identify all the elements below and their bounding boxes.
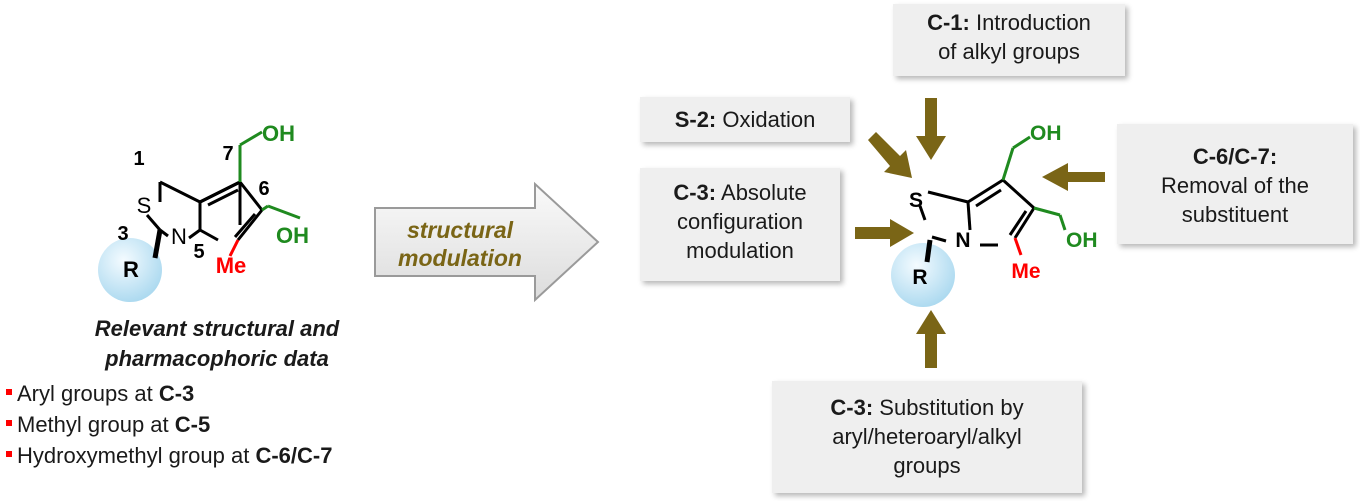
- position-6: 6: [258, 178, 269, 200]
- hydroxyl-bottom: OH: [276, 223, 309, 248]
- sulfur-atom: S: [909, 189, 923, 212]
- methyl-label: Me: [1011, 260, 1040, 283]
- c1-box: C-1: Introduction of alkyl groups: [893, 4, 1125, 76]
- r-group-label: R: [912, 266, 927, 289]
- arrow-from-c3-sub: [916, 310, 946, 368]
- r-group-bubble: [891, 243, 955, 307]
- s2-box: S-2: Oxidation: [640, 97, 850, 142]
- arrow-label-line2: modulation: [398, 245, 522, 271]
- arrow-from-c6c7: [1042, 163, 1105, 191]
- sulfur-atom: S: [137, 193, 152, 218]
- caption: Relevant structural and pharmacophoric d…: [94, 316, 340, 371]
- position-3: 3: [117, 223, 128, 245]
- fact-list: Aryl groups at C-3 Methyl group at C-5 H…: [6, 378, 332, 471]
- hydroxyl-bottom: OH: [1066, 229, 1098, 252]
- hydroxyl-top: OH: [1030, 122, 1062, 145]
- hydroxyl-top: OH: [262, 121, 295, 146]
- c3-sub-box: C-3: Substitution by aryl/heteroaryl/alk…: [772, 381, 1082, 493]
- position-5: 5: [193, 241, 204, 263]
- arrow-from-s2: [868, 132, 912, 178]
- bullet-icon: [6, 451, 12, 458]
- methyl-label: Me: [216, 253, 247, 278]
- position-7: 7: [222, 143, 233, 165]
- nitrogen-atom: N: [955, 229, 970, 252]
- left-molecule: S N R Me OH OH 1 3 5 6 7: [98, 121, 309, 302]
- c6c7-box: C-6/C-7: Removal of the substituent: [1117, 124, 1353, 244]
- r-group-label: R: [123, 257, 139, 282]
- bullet-icon: [6, 420, 12, 427]
- c3-config-box: C-3: Absolute configuration modulation: [640, 168, 840, 281]
- modulation-arrow: structural modulation: [374, 181, 600, 303]
- right-molecule: S N R Me OH OH: [891, 122, 1098, 307]
- position-1: 1: [133, 148, 144, 170]
- nitrogen-atom: N: [171, 224, 187, 249]
- arrow-from-c3-config: [855, 219, 914, 247]
- r-group-bubble: [98, 238, 162, 302]
- bullet-icon: [6, 389, 12, 396]
- fact-item: Methyl group at C-5: [6, 409, 332, 440]
- arrow-from-c1: [916, 98, 946, 160]
- fact-item: Hydroxymethyl group at C-6/C-7: [6, 440, 332, 471]
- fact-item: Aryl groups at C-3: [6, 378, 332, 409]
- arrow-label-line1: structural: [407, 217, 514, 243]
